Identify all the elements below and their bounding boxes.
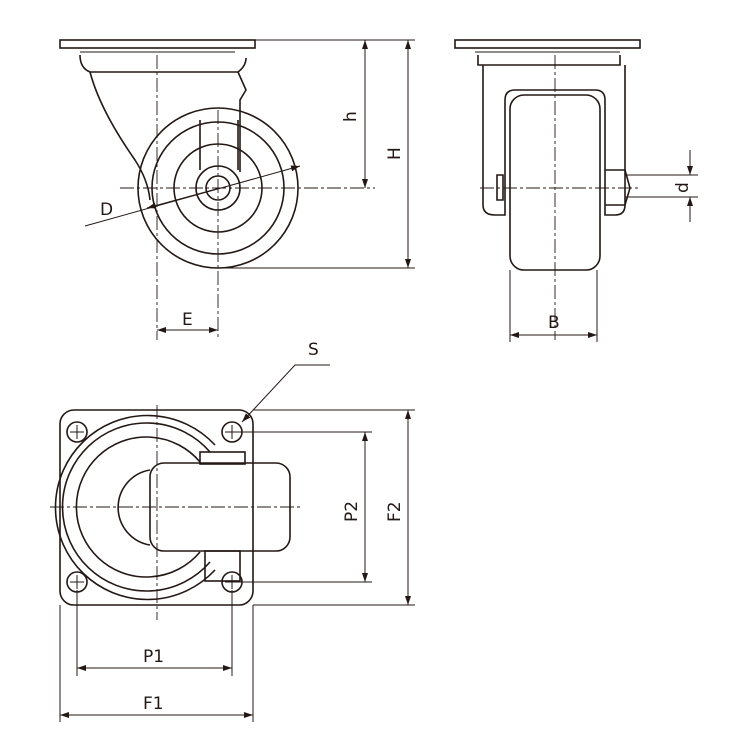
dim-P1-label: P1 xyxy=(143,647,164,667)
dim-F1-label: F1 xyxy=(143,694,164,714)
dim-P2-label: P2 xyxy=(342,501,362,522)
dim-S-label: S xyxy=(308,340,319,360)
dim-H-label: H xyxy=(385,147,405,160)
front-view: d B xyxy=(454,39,698,342)
dim-D-label: D xyxy=(100,200,113,220)
dim-d-label: d xyxy=(673,182,693,193)
side-view: h H D E xyxy=(59,39,415,340)
dim-B-label: B xyxy=(548,313,560,333)
dim-h-label: h xyxy=(341,111,361,122)
dim-E-label: E xyxy=(182,310,193,330)
top-view: S P2 F2 P1 F1 xyxy=(50,340,415,722)
dim-F2-label: F2 xyxy=(385,501,405,522)
